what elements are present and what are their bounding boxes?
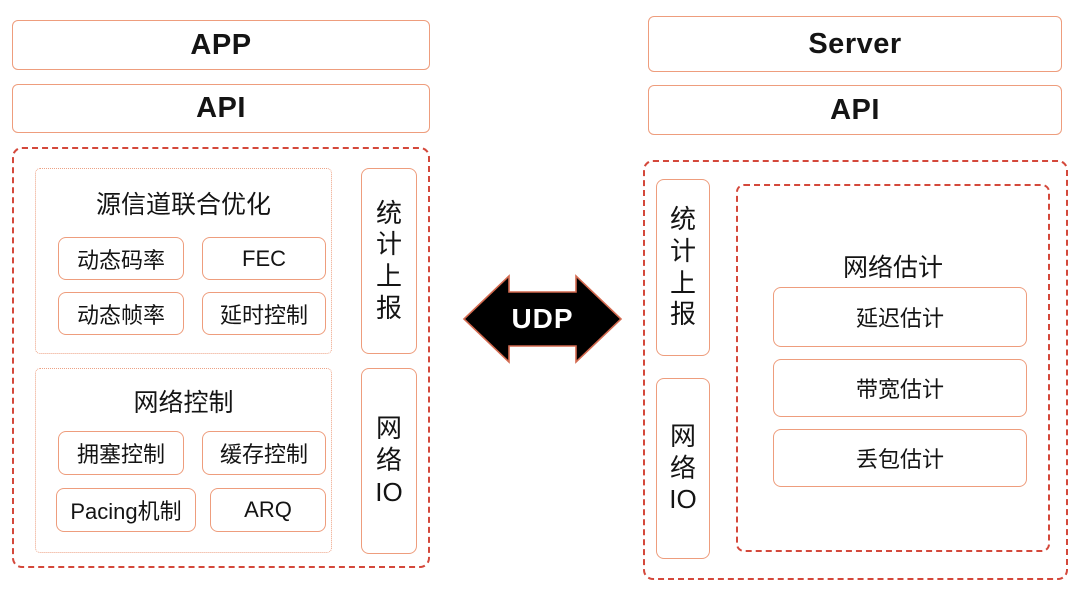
client-stats-report-label: 统计上报 xyxy=(375,197,402,323)
client-app-label: APP xyxy=(190,28,252,61)
server-label: Server xyxy=(808,27,902,60)
server-network-io-box: 网络IO xyxy=(656,378,710,559)
udp-link-arrow: UDP xyxy=(462,272,623,366)
server-stats-report-label: 统计上报 xyxy=(669,204,696,330)
congestion-control-box: 拥塞控制 xyxy=(58,431,184,475)
server-network-io-label: 网络IO xyxy=(669,420,697,515)
server-api-box: API xyxy=(648,85,1062,135)
client-app-box: APP xyxy=(12,20,430,70)
fec-box: FEC xyxy=(202,237,326,280)
delay-control-box: 延时控制 xyxy=(202,292,326,335)
buffer-control-box: 缓存控制 xyxy=(202,431,326,475)
network-control-group: 网络控制 拥塞控制 缓存控制 Pacing机制 ARQ xyxy=(35,368,332,553)
server-sdk-container: 统计上报 网络IO 网络估计 延迟估计 带宽估计 丢包估计 xyxy=(643,160,1068,580)
dynamic-bitrate-box: 动态码率 xyxy=(58,237,184,280)
delay-estimation-box: 延迟估计 xyxy=(773,287,1027,347)
udp-label: UDP xyxy=(511,303,574,334)
arq-box: ARQ xyxy=(210,488,326,532)
client-sdk-container: 源信道联合优化 动态码率 FEC 动态帧率 延时控制 统计上报 网络控制 拥塞控… xyxy=(12,147,430,568)
client-network-io-label: 网络IO xyxy=(375,413,403,507)
pacing-mechanism-box: Pacing机制 xyxy=(56,488,196,532)
network-control-title: 网络控制 xyxy=(133,389,234,417)
server-stats-report-box: 统计上报 xyxy=(656,179,710,356)
client-stats-report-box: 统计上报 xyxy=(361,168,417,354)
joint-optimization-group: 源信道联合优化 动态码率 FEC 动态帧率 延时控制 xyxy=(35,168,332,354)
network-estimation-group: 网络估计 延迟估计 带宽估计 丢包估计 xyxy=(736,184,1050,552)
client-api-box: API xyxy=(12,84,430,133)
joint-optimization-title: 源信道联合优化 xyxy=(95,191,271,219)
dynamic-framerate-box: 动态帧率 xyxy=(58,292,184,335)
server-api-label: API xyxy=(830,93,880,126)
server-box: Server xyxy=(648,16,1062,72)
packet-loss-estimation-box: 丢包估计 xyxy=(773,429,1027,487)
double-arrow-icon xyxy=(462,274,623,364)
client-api-label: API xyxy=(196,92,246,124)
client-network-io-box: 网络IO xyxy=(361,368,417,554)
bandwidth-estimation-box: 带宽估计 xyxy=(773,359,1027,417)
network-estimation-title: 网络估计 xyxy=(842,254,943,282)
